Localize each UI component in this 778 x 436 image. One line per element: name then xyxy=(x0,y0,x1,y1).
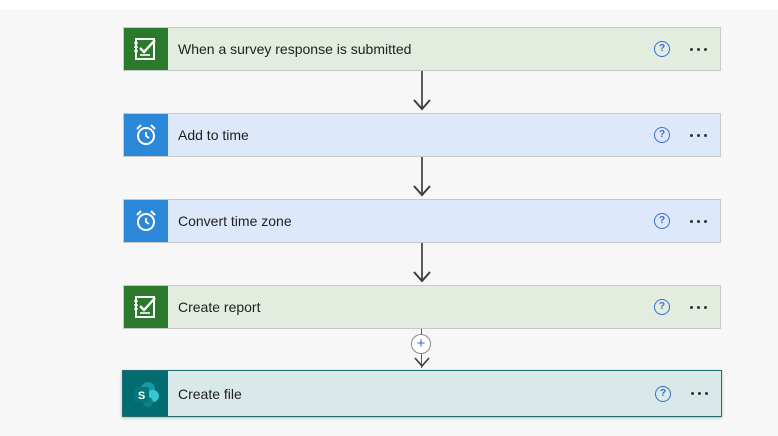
help-icon[interactable]: ? xyxy=(654,213,670,229)
top-strip xyxy=(0,0,778,10)
step-card-add-to-time[interactable]: Add to time ? xyxy=(123,113,721,157)
step-title: Add to time xyxy=(178,127,249,143)
help-icon[interactable]: ? xyxy=(655,385,671,402)
help-icon[interactable]: ? xyxy=(654,127,670,143)
forms-icon xyxy=(124,28,168,70)
step-card-survey-trigger[interactable]: When a survey response is submitted ? xyxy=(123,27,721,71)
more-options-icon[interactable] xyxy=(690,211,707,231)
arrow-down-icon xyxy=(413,271,431,283)
connector-line xyxy=(421,243,423,280)
connector-line xyxy=(421,71,423,108)
sharepoint-icon: S xyxy=(123,371,168,416)
insert-step-button[interactable]: + xyxy=(411,334,431,354)
arrow-down-icon xyxy=(413,99,431,111)
alarm-clock-icon xyxy=(124,200,168,242)
arrow-down-icon xyxy=(413,185,431,197)
forms-icon xyxy=(124,286,168,328)
more-options-icon[interactable] xyxy=(690,125,707,145)
connector-line xyxy=(421,157,423,194)
alarm-clock-icon xyxy=(124,114,168,156)
more-options-icon[interactable] xyxy=(690,39,707,59)
step-card-convert-time-zone[interactable]: Convert time zone ? xyxy=(123,199,721,243)
step-title: Create file xyxy=(178,385,242,402)
arrow-down-icon xyxy=(414,357,430,368)
step-title: Convert time zone xyxy=(178,213,292,229)
help-icon[interactable]: ? xyxy=(654,299,670,315)
step-card-create-file[interactable]: S Create file ? xyxy=(122,370,722,417)
step-title: When a survey response is submitted xyxy=(178,41,412,57)
help-icon[interactable]: ? xyxy=(654,41,670,57)
more-options-icon[interactable] xyxy=(690,297,707,317)
step-title: Create report xyxy=(178,299,261,315)
step-card-create-report[interactable]: Create report ? xyxy=(123,285,721,329)
sharepoint-letter: S xyxy=(137,390,144,402)
more-options-icon[interactable] xyxy=(691,384,708,404)
